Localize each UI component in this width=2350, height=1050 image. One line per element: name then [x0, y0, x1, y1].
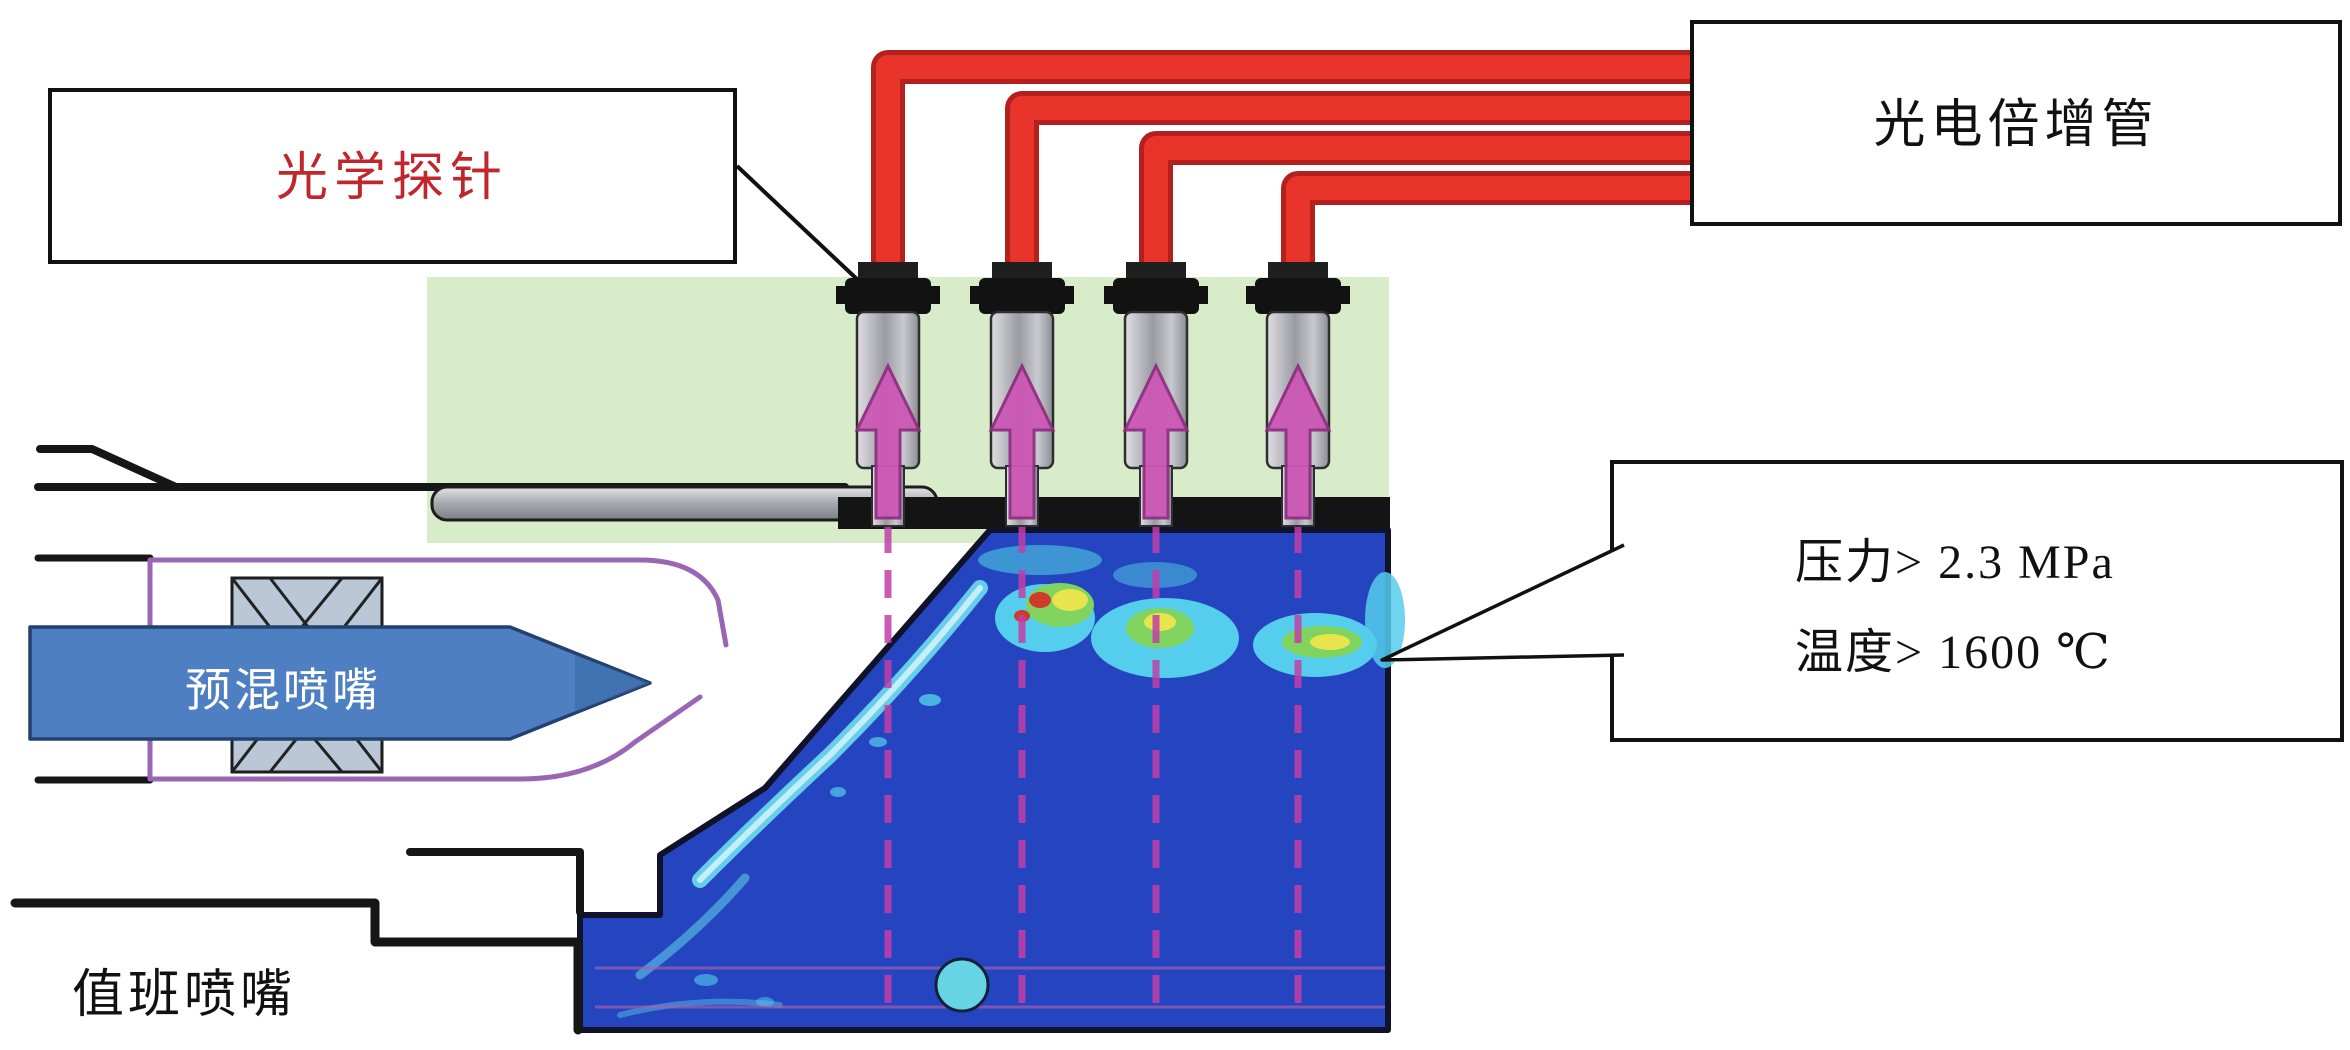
photomultiplier-label: 光电倍增管 [1873, 97, 2158, 154]
premix-nozzle-label: 预混喷嘴 [185, 665, 381, 716]
premix-nozzle: 预混喷嘴 [28, 625, 652, 741]
optical-probe [970, 262, 1074, 1012]
optical-probe [1104, 262, 1208, 1012]
dilution-hole [934, 957, 990, 1013]
temperature-label: 温度> 1600 ℃ [1795, 626, 2112, 679]
pilot-nozzle-label: 值班喷嘴 [72, 967, 296, 1024]
flow-arrow-icon [854, 362, 922, 520]
photomultiplier-callout: 光电倍增管 [1690, 20, 2342, 226]
flow-arrow-icon [1122, 362, 1190, 520]
pilot-duct-lines [10, 848, 584, 1035]
optical-probe-leader-line [735, 164, 862, 284]
pressure-label: 压力> 2.3 MPa [1795, 536, 2115, 589]
conditions-callout: 压力> 2.3 MPa 温度> 1600 ℃ [1380, 460, 2344, 742]
optical-probe-callout: 光学探针 [48, 88, 737, 264]
callout-pointer [1380, 543, 1625, 662]
optical-probe [836, 262, 940, 1012]
optical-probe-label: 光学探针 [276, 150, 508, 207]
optical-probe [1246, 262, 1350, 1012]
flow-arrow-icon [988, 362, 1056, 520]
combustor-flame-field [577, 527, 1405, 1033]
optical-probes [836, 262, 1350, 1012]
flow-arrow-icon [1264, 362, 1332, 520]
